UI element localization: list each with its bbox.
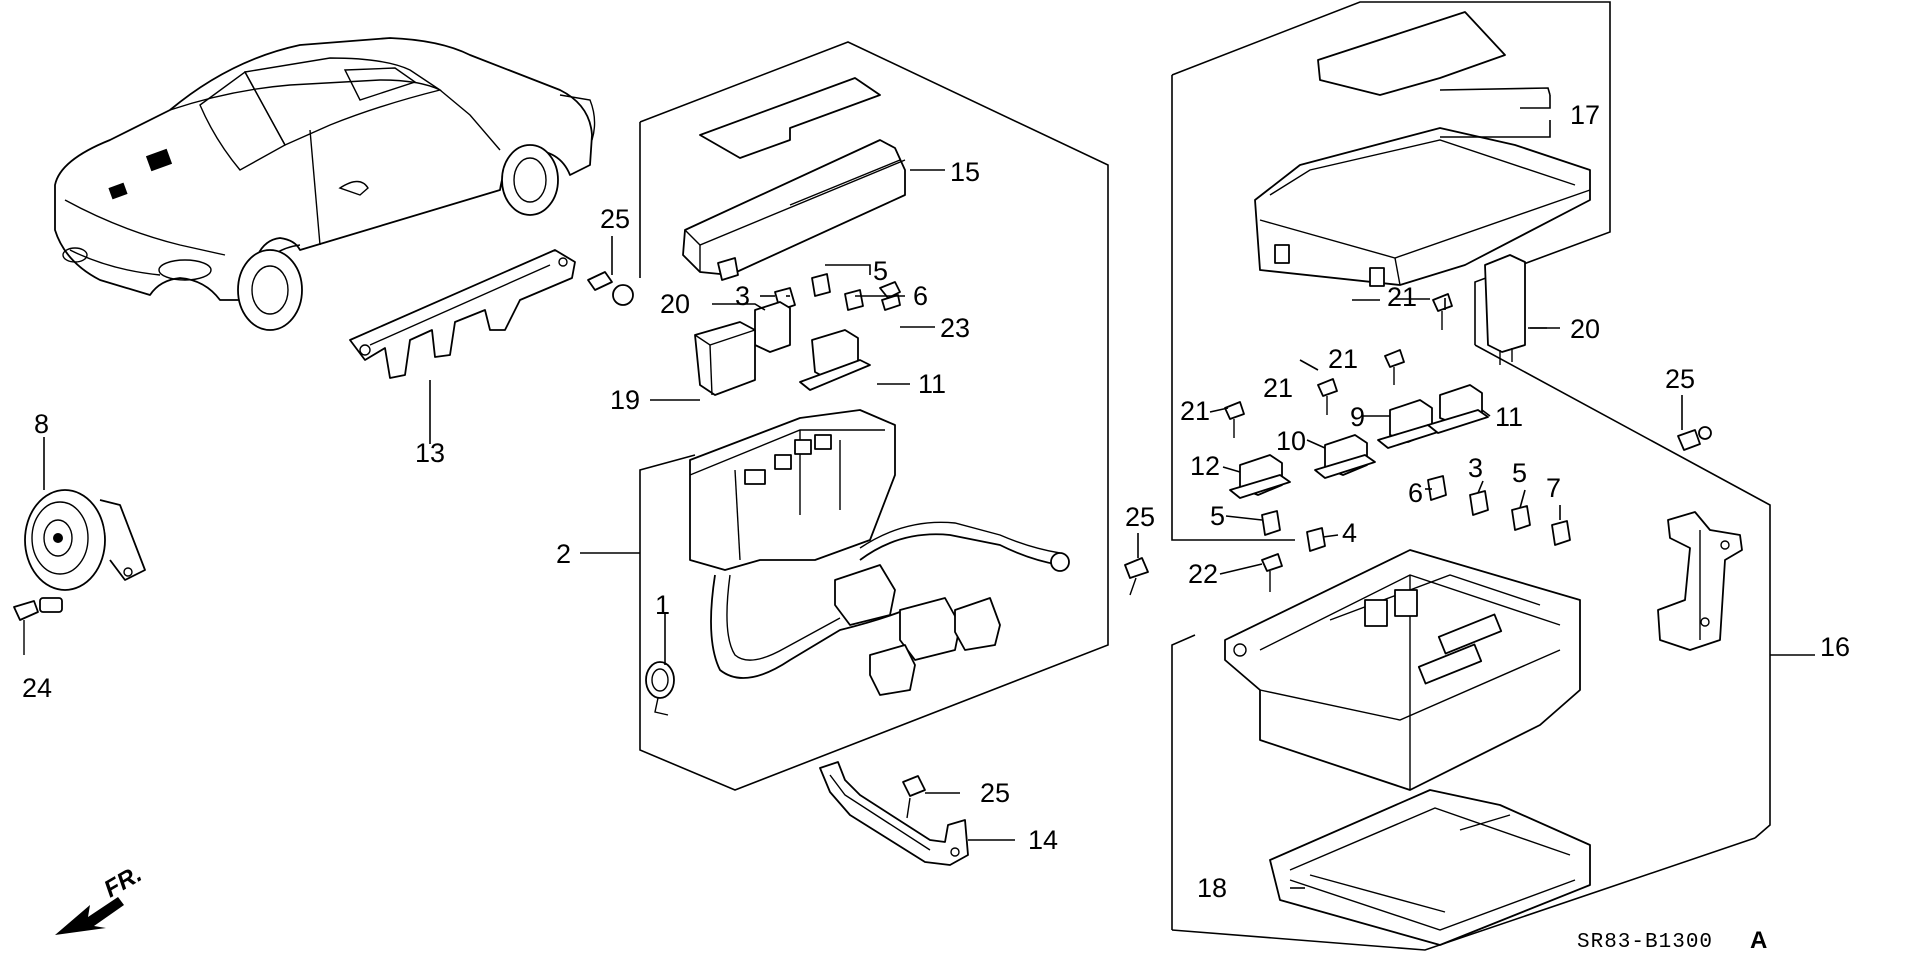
callout-25-c: 25 bbox=[1125, 502, 1155, 532]
callout-11-b: 11 bbox=[1495, 402, 1523, 432]
callout-labels: 8 24 13 25 15 5 3 6 23 20 19 11 2 1 25 1… bbox=[22, 100, 1850, 903]
callout-21-a: 21 bbox=[1387, 282, 1417, 312]
callout-17: 17 bbox=[1570, 100, 1600, 130]
callout-7: 7 bbox=[1546, 473, 1561, 503]
callout-4: 4 bbox=[1342, 518, 1357, 548]
diagram-code: SR83-B1300 bbox=[1577, 931, 1713, 954]
car-illustration bbox=[54, 37, 596, 331]
callout-18: 18 bbox=[1197, 873, 1227, 903]
callout-3-b: 3 bbox=[1468, 453, 1483, 483]
callout-5-a: 5 bbox=[873, 256, 888, 286]
callout-20-a: 20 bbox=[660, 289, 690, 319]
callout-10: 10 bbox=[1276, 426, 1306, 456]
bracket-14 bbox=[819, 761, 969, 866]
front-indicator-label: FR. bbox=[100, 860, 147, 903]
callout-22: 22 bbox=[1188, 559, 1218, 589]
label-leaders bbox=[760, 295, 1683, 575]
callout-21-c: 21 bbox=[1263, 373, 1293, 403]
callout-6-b: 6 bbox=[1408, 478, 1423, 508]
callout-14: 14 bbox=[1028, 825, 1058, 855]
callout-13: 13 bbox=[415, 438, 445, 468]
diagram-code-suffix: A bbox=[1750, 927, 1767, 954]
bracket-13 bbox=[349, 249, 576, 379]
bolt-24 bbox=[13, 597, 63, 655]
right-fuse-box-group bbox=[1124, 1, 1771, 951]
callout-3-a: 3 bbox=[735, 281, 750, 311]
callout-8: 8 bbox=[34, 409, 49, 439]
callout-5-b: 5 bbox=[1512, 458, 1527, 488]
front-direction-arrow bbox=[55, 897, 124, 935]
callout-23: 23 bbox=[940, 313, 970, 343]
callout-21-d: 21 bbox=[1180, 396, 1210, 426]
callout-5-c: 5 bbox=[1210, 501, 1225, 531]
left-fuse-box-group bbox=[639, 41, 1109, 791]
callout-1: 1 bbox=[655, 590, 670, 620]
callout-2: 2 bbox=[556, 539, 571, 569]
callout-25-b: 25 bbox=[980, 778, 1010, 808]
callout-9: 9 bbox=[1350, 402, 1365, 432]
callout-25-d: 25 bbox=[1665, 364, 1695, 394]
horn-part bbox=[24, 489, 146, 591]
callout-24: 24 bbox=[22, 673, 52, 703]
callout-21-b: 21 bbox=[1328, 344, 1358, 374]
leader-lines bbox=[43, 87, 1815, 889]
callout-6-a: 6 bbox=[913, 281, 928, 311]
callout-16: 16 bbox=[1820, 632, 1850, 662]
callout-11-a: 11 bbox=[918, 369, 946, 399]
bolt-25-a bbox=[587, 271, 634, 306]
callout-20-b: 20 bbox=[1570, 314, 1600, 344]
callout-19: 19 bbox=[610, 385, 640, 415]
callout-25-a: 25 bbox=[600, 204, 630, 234]
callout-15: 15 bbox=[950, 157, 980, 187]
callout-12: 12 bbox=[1190, 451, 1220, 481]
